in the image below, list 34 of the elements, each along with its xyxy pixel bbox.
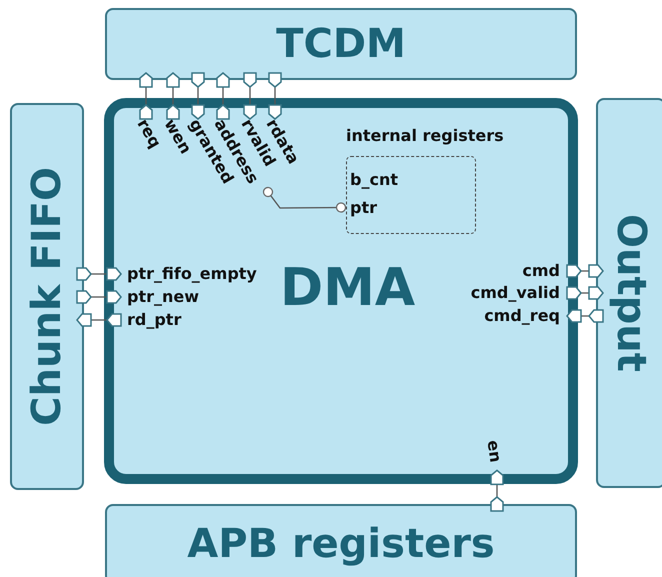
signal-label: cmd_valid (430, 283, 574, 302)
signal-label: b_cnt (350, 170, 398, 189)
signal-label: en (484, 438, 508, 478)
block-title: APB registers (187, 521, 495, 567)
block-title: DMA (280, 258, 416, 318)
register-block (105, 504, 577, 577)
block-title: Output (608, 214, 654, 372)
signal-connector (243, 72, 257, 120)
signal-connector (216, 72, 230, 120)
output-block (596, 98, 662, 488)
leader-line (262, 186, 346, 213)
signal-connector (76, 267, 122, 281)
signal-label: cmd (490, 261, 574, 280)
memory-block (105, 8, 577, 80)
signal-connector (191, 72, 205, 120)
signal-connector (139, 72, 153, 120)
signal-connector (166, 72, 180, 120)
signal-connector (566, 309, 604, 323)
signal-label: ptr (341, 198, 377, 217)
group-heading: internal registers (346, 126, 504, 145)
signal-label: rd_ptr (114, 310, 182, 329)
signal-connector (490, 470, 504, 512)
signal-label: ptr_new (114, 287, 200, 306)
signal-label: ptr_fifo_empty (114, 264, 257, 283)
block-title: Chunk FIFO (24, 167, 70, 426)
block-title: TCDM (276, 21, 406, 67)
signal-connector (76, 290, 122, 304)
signal-connector (76, 313, 122, 327)
dma-block (104, 98, 578, 484)
signal-connector (566, 286, 604, 300)
signal-label: cmd_req (440, 306, 574, 325)
fifo-block (10, 103, 84, 490)
signal-connector (268, 72, 282, 120)
signal-connector (566, 264, 604, 278)
